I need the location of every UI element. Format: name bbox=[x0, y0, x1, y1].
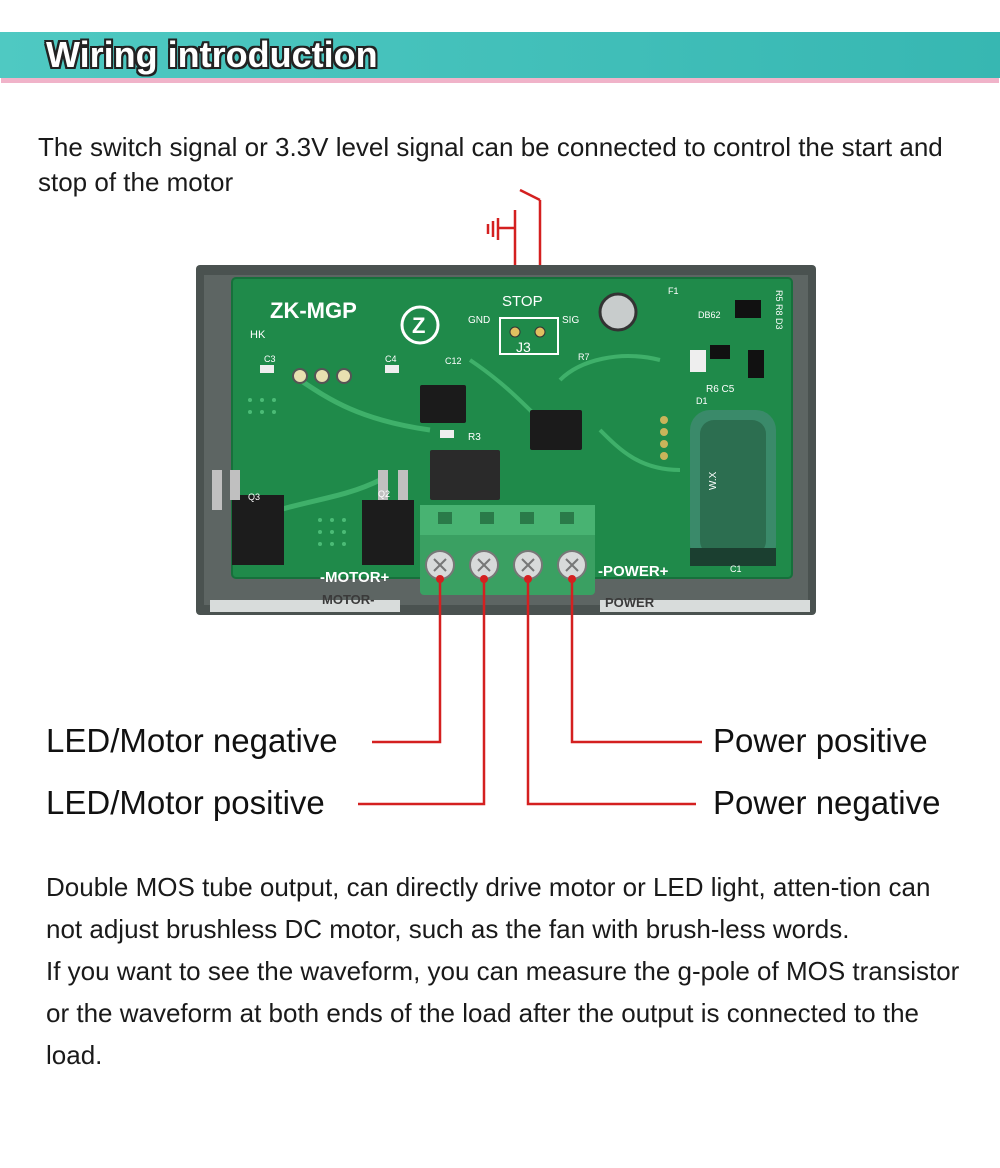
wire-motor-positive bbox=[358, 579, 486, 806]
board-c3: C3 bbox=[264, 354, 276, 364]
wire-dot-4 bbox=[568, 575, 576, 583]
wires bbox=[358, 579, 702, 806]
board-stop: STOP bbox=[502, 293, 543, 310]
board-gnd: GND bbox=[468, 315, 490, 326]
wiring-diagram: ZK-MGP HK Z STOP GND SIG J3 -MOTOR+ -POW… bbox=[196, 188, 816, 806]
terminal-block bbox=[420, 505, 595, 595]
label-motor-positive: LED/Motor positive bbox=[46, 784, 325, 821]
board-hk: HK bbox=[250, 329, 266, 341]
label-motor-negative: LED/Motor negative bbox=[46, 722, 338, 759]
board-wx: W.X bbox=[708, 471, 719, 490]
page-title: Wiring introduction bbox=[46, 34, 378, 75]
board-model: ZK-MGP bbox=[270, 298, 357, 323]
board-sig: SIG bbox=[562, 315, 579, 326]
board-logo: Z bbox=[412, 313, 425, 338]
wire-dot-3 bbox=[524, 575, 532, 583]
footer-paragraph-2: If you want to see the waveform, you can… bbox=[46, 956, 960, 1070]
board-d1: D1 bbox=[696, 396, 708, 406]
board-r3: R3 bbox=[468, 432, 481, 443]
board-j3: J3 bbox=[516, 339, 531, 355]
wire-power-negative bbox=[526, 579, 696, 806]
case-motor-mirror: MOTOR- bbox=[322, 592, 374, 607]
wire-dot-2 bbox=[480, 575, 488, 583]
board-power-label: -POWER+ bbox=[598, 563, 669, 580]
board-r5r8d3: R5 R8 D3 bbox=[774, 290, 784, 330]
board-r7: R7 bbox=[578, 352, 590, 362]
pcb-board bbox=[212, 277, 793, 579]
board-c4: C4 bbox=[385, 354, 397, 364]
board-r6c5: R6 C5 bbox=[706, 384, 735, 395]
board-q2: Q2 bbox=[378, 489, 390, 499]
footer-description: Double MOS tube output, can directly dri… bbox=[46, 866, 966, 1076]
board-db62: DB62 bbox=[698, 310, 721, 320]
board-q3: Q3 bbox=[248, 492, 260, 502]
wire-dot-1 bbox=[436, 575, 444, 583]
label-power-positive: Power positive bbox=[713, 722, 928, 759]
capacitor bbox=[690, 410, 776, 566]
label-power-negative: Power negative bbox=[713, 784, 941, 821]
intro-text: The switch signal or 3.3V level signal c… bbox=[38, 132, 943, 197]
header-bar: Wiring introduction bbox=[0, 32, 1000, 78]
board-c12: C12 bbox=[445, 356, 462, 366]
board-f1: F1 bbox=[668, 286, 679, 296]
board-motor-label: -MOTOR+ bbox=[320, 569, 390, 586]
wire-power-positive bbox=[570, 579, 702, 744]
board-c1: C1 bbox=[730, 564, 742, 574]
case-power-mirror: POWER bbox=[605, 595, 655, 610]
wire-motor-negative bbox=[372, 579, 442, 744]
footer-paragraph-1: Double MOS tube output, can directly dri… bbox=[46, 872, 931, 944]
